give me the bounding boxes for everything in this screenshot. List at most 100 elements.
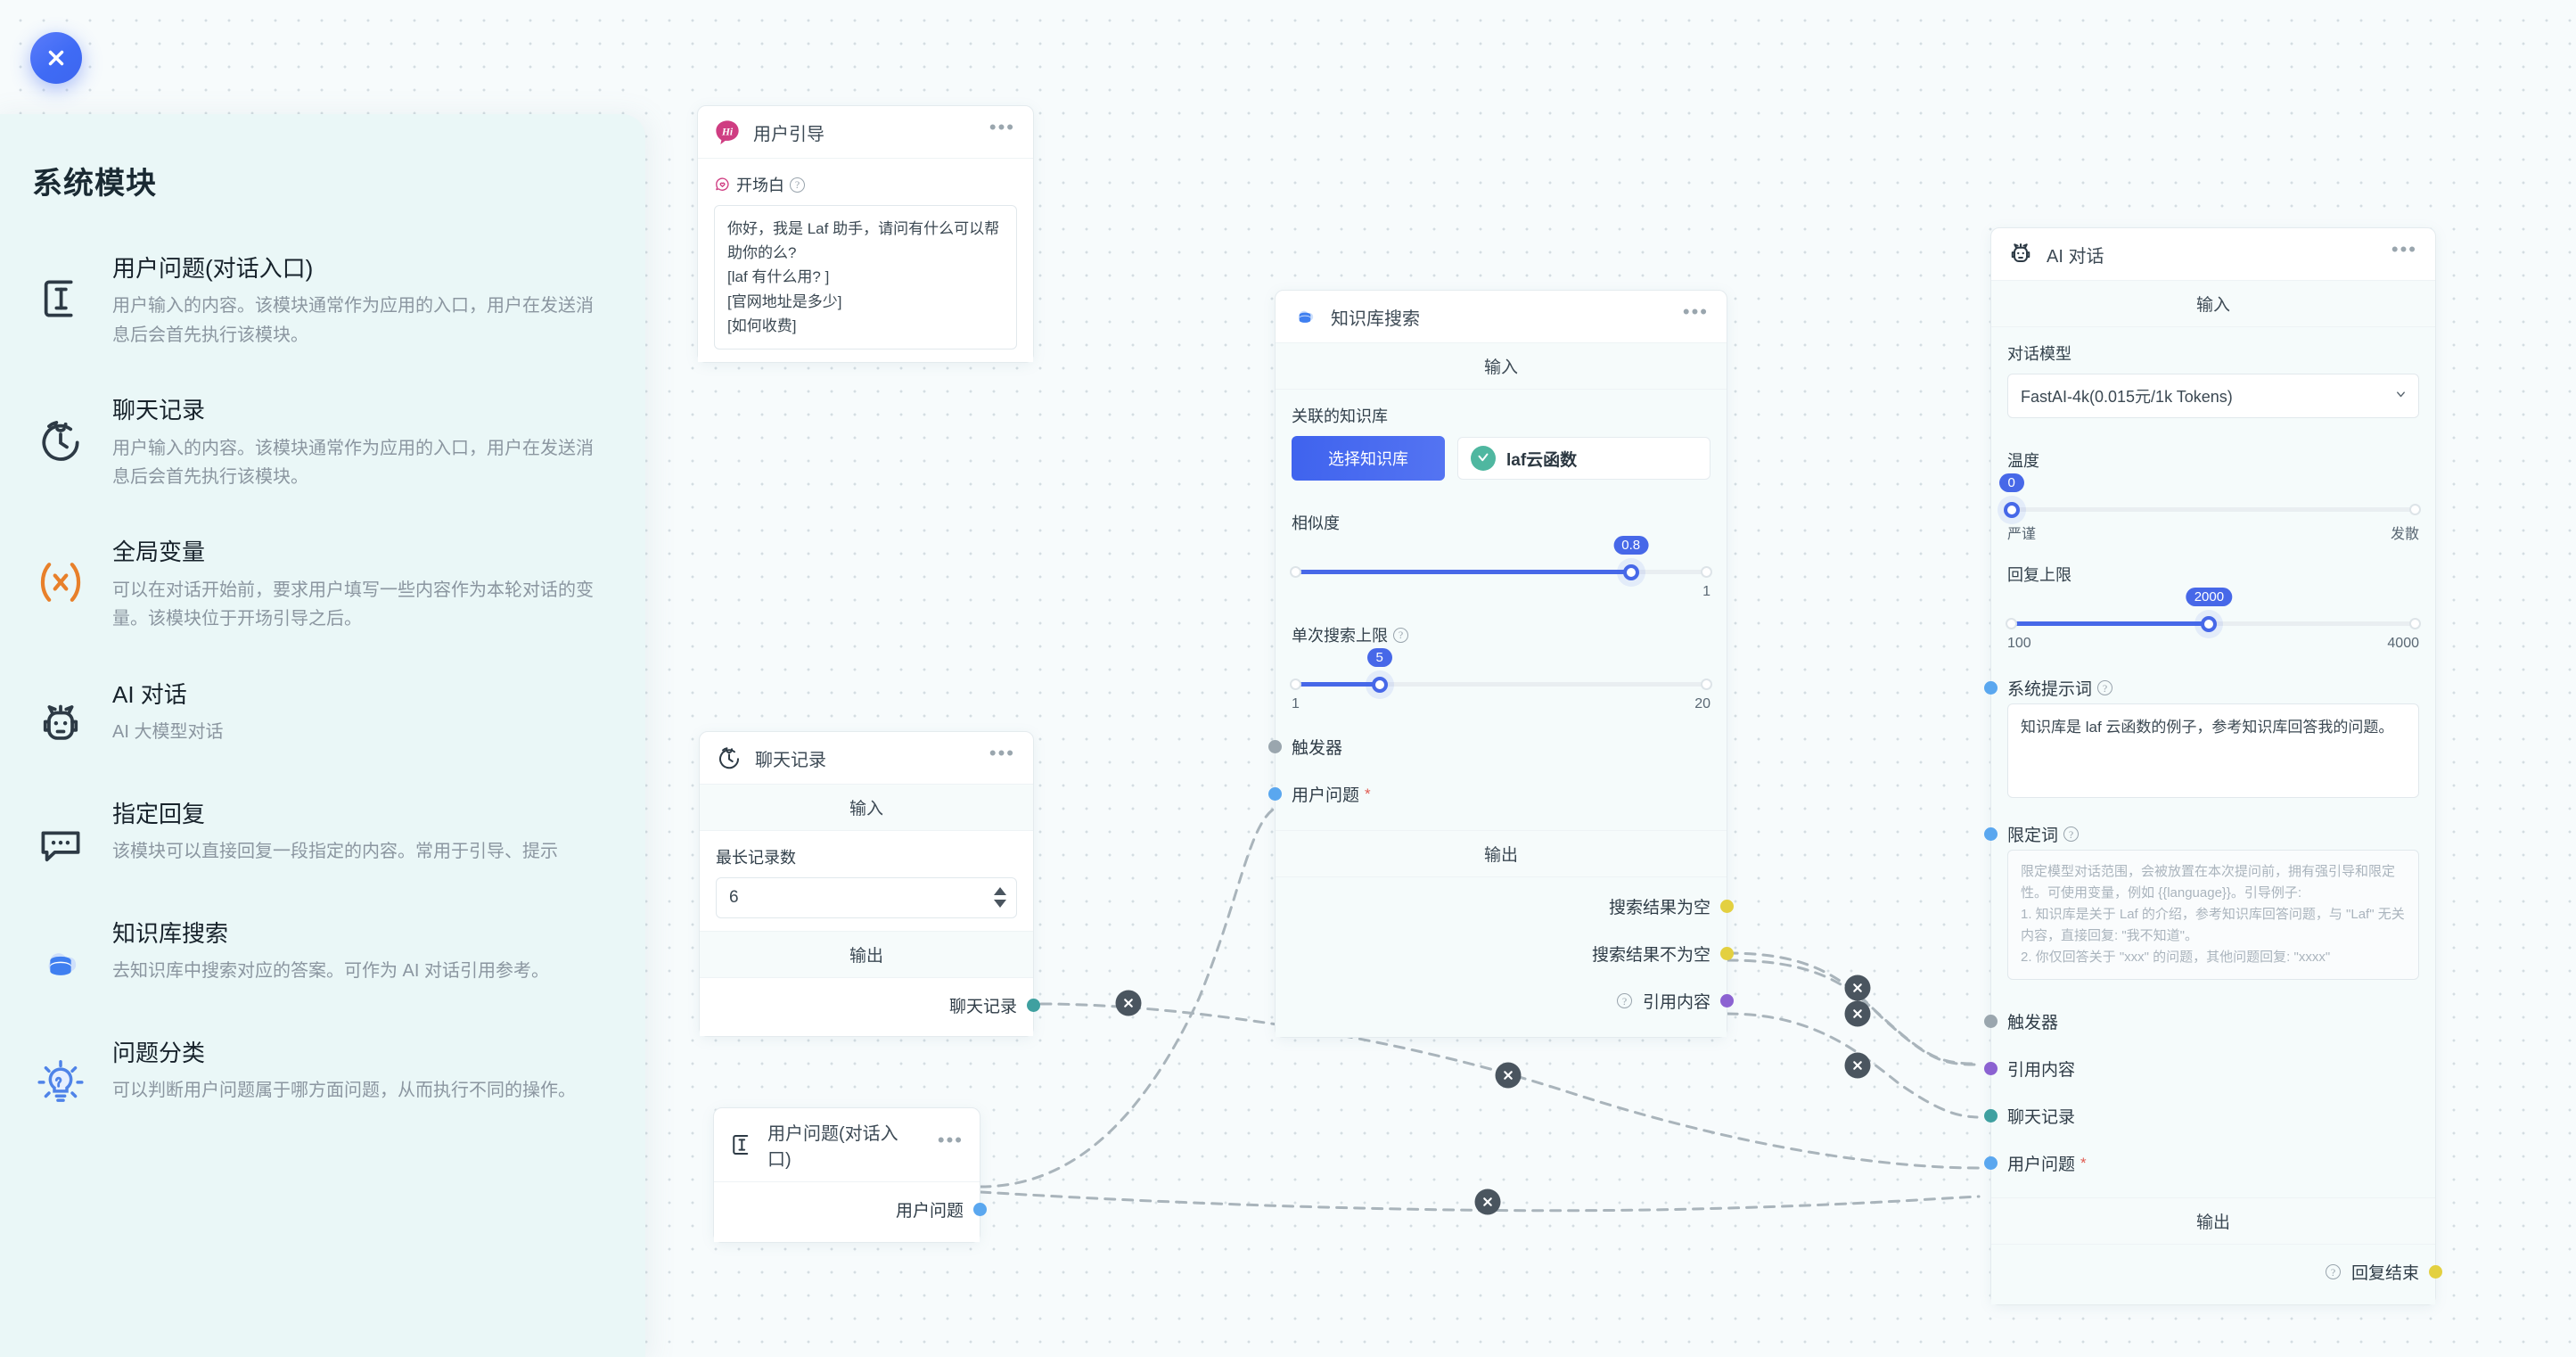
max-records-stepper[interactable]: 6 xyxy=(716,877,1017,918)
node-user-guide[interactable]: Hi 用户引导 ••• 开场白 ? 你好，我是 Laf 助手，请问有什么可以帮助… xyxy=(697,105,1034,363)
system-prompt-textarea[interactable]: 知识库是 laf 云函数的例子，参考知识库回答我的问题。 xyxy=(2007,703,2419,798)
input-port-trigger[interactable]: 触发器 xyxy=(1984,998,2419,1045)
slider-end-dot xyxy=(2409,504,2421,515)
node-user-question[interactable]: 用户问题(对话入口) ••• 用户问题 xyxy=(713,1107,987,1243)
input-port-qualifier[interactable]: 限定词 ? xyxy=(1984,810,2419,850)
output-port-chat-history[interactable]: 聊天记录 xyxy=(716,982,1040,1029)
node-menu-icon[interactable]: ••• xyxy=(989,116,1015,138)
node-body-inputs: 关联的知识库 选择知识库 laf云函数 相似度 xyxy=(1268,390,1727,830)
port-dot[interactable] xyxy=(973,1203,987,1216)
qualifier-textarea[interactable]: 限定模型对话范围，会被放置在本次提问前，拥有强引导和限定性。可使用变量，例如 {… xyxy=(2007,850,2419,980)
port-dot[interactable] xyxy=(1720,994,1734,1007)
clock-history-icon xyxy=(32,412,89,469)
edge-delete-button[interactable] xyxy=(1495,1062,1522,1089)
select-kb-button[interactable]: 选择知识库 xyxy=(1292,436,1445,481)
output-section-label: 输出 xyxy=(1991,1197,2435,1245)
node-header: AI 对话 ••• xyxy=(1991,228,2435,281)
output-port-quote-content[interactable]: ? 引用内容 xyxy=(1292,977,1734,1024)
slider-value-bubble: 5 xyxy=(1366,648,1392,667)
input-port-system-prompt[interactable]: 系统提示词 ? xyxy=(1984,664,2419,703)
module-item-specified-reply[interactable]: 指定回复 该模块可以直接回复一段指定的内容。常用于引导、提示 xyxy=(27,775,606,894)
module-item-user-question[interactable]: 用户问题(对话入口) 用户输入的内容。该模块通常作为应用的入口，用户在发送消息后… xyxy=(27,229,606,371)
port-dot[interactable] xyxy=(1268,787,1282,801)
max-token-slider[interactable]: 2000 100 4000 xyxy=(2006,588,2421,651)
node-menu-icon[interactable]: ••• xyxy=(989,742,1015,764)
node-kb-search[interactable]: 知识库搜索 ••• 输入 关联的知识库 选择知识库 laf云函数 相似度 xyxy=(1268,290,1734,1038)
input-port-user-question[interactable]: 用户问题* xyxy=(1268,770,1710,818)
kb-tag-label: laf云函数 xyxy=(1506,450,1578,470)
node-menu-icon[interactable]: ••• xyxy=(2391,238,2417,260)
node-menu-icon[interactable]: ••• xyxy=(1682,300,1709,323)
port-dot[interactable] xyxy=(1984,1062,1998,1075)
edge-delete-button[interactable] xyxy=(1844,1000,1871,1027)
output-port-reply-finished[interactable]: ? 回复结束 xyxy=(2007,1248,2442,1295)
node-ai-chat[interactable]: AI 对话 ••• 输入 对话模型 FastAI-4k(0.015元/1k To… xyxy=(1984,227,2442,1305)
edge-delete-button[interactable] xyxy=(1844,975,1871,1001)
module-item-kb-search[interactable]: 知识库搜索 去知识库中搜索对应的答案。可作为 AI 对话引用参考。 xyxy=(27,894,606,1014)
help-icon[interactable]: ? xyxy=(1616,993,1632,1008)
input-port-chat-history[interactable]: 聊天记录 xyxy=(1984,1092,2419,1139)
slider-max-label: 4000 xyxy=(2387,636,2419,651)
port-label: 引用内容 xyxy=(1642,993,1710,1012)
help-icon[interactable]: ? xyxy=(2063,827,2080,842)
port-dot[interactable] xyxy=(1268,740,1282,753)
max-records-label: 最长记录数 xyxy=(716,849,796,867)
limit-slider[interactable]: 5 1 20 xyxy=(1290,648,1712,711)
node-title: 用户引导 xyxy=(753,124,824,144)
port-dot[interactable] xyxy=(1984,1015,1998,1028)
port-dot[interactable] xyxy=(1720,947,1734,960)
model-select[interactable]: FastAI-4k(0.015元/1k Tokens) xyxy=(2007,374,2419,418)
output-port-user-question[interactable]: 用户问题 xyxy=(730,1186,987,1233)
help-icon[interactable]: ? xyxy=(790,177,805,193)
edge-delete-button[interactable] xyxy=(1115,990,1142,1016)
port-label: 限定词 ? xyxy=(2007,822,2080,846)
required-marker: * xyxy=(2080,1154,2087,1172)
help-icon[interactable]: ? xyxy=(2097,680,2113,695)
port-dot[interactable] xyxy=(1984,1156,1998,1170)
slider-knob[interactable] xyxy=(2003,502,2020,518)
stepper-arrows-icon[interactable] xyxy=(993,887,1007,909)
port-dot[interactable] xyxy=(1984,681,1998,695)
help-icon[interactable]: ? xyxy=(1393,627,1408,643)
node-title: 用户问题(对话入口) xyxy=(767,1124,898,1170)
svg-text:Hi: Hi xyxy=(721,126,734,137)
port-dot[interactable] xyxy=(1720,900,1734,913)
module-item-chat-history[interactable]: 聊天记录 用户输入的内容。该模块通常作为应用的入口，用户在发送消息后会首先执行该… xyxy=(27,371,606,513)
input-section-label: 输入 xyxy=(700,785,1033,831)
input-port-trigger[interactable]: 触发器 xyxy=(1268,723,1710,770)
output-port-empty-result[interactable]: 搜索结果为空 xyxy=(1292,883,1734,930)
module-desc: 用户输入的内容。该模块通常作为应用的入口，用户在发送消息后会首先执行该模块。 xyxy=(112,438,594,487)
port-dot[interactable] xyxy=(1984,1109,1998,1123)
input-port-user-question[interactable]: 用户问题* xyxy=(1984,1139,2419,1187)
heart-chat-icon xyxy=(714,177,731,193)
port-dot[interactable] xyxy=(2429,1265,2442,1279)
output-port-nonempty-result[interactable]: 搜索结果不为空 xyxy=(1292,930,1734,977)
help-icon[interactable]: ? xyxy=(2325,1264,2341,1279)
similarity-slider[interactable]: 0.8 1 xyxy=(1290,536,1712,599)
module-name: 指定回复 xyxy=(112,800,206,827)
module-item-ai-chat[interactable]: AI 对话 AI 大模型对话 xyxy=(27,655,606,775)
port-dot[interactable] xyxy=(1027,999,1040,1012)
kb-tag-laf[interactable]: laf云函数 xyxy=(1457,437,1710,480)
slider-min-label: 严谨 xyxy=(2007,527,2037,542)
module-name: 用户问题(对话入口) xyxy=(112,255,314,282)
node-body-outputs: ? 回复结束 xyxy=(1991,1245,2442,1304)
node-menu-icon[interactable]: ••• xyxy=(937,1129,964,1151)
opening-statement-textarea[interactable]: 你好，我是 Laf 助手，请问有什么可以帮助你的么? [laf 有什么用? ] … xyxy=(714,205,1017,350)
edge-delete-button[interactable] xyxy=(1844,1052,1871,1079)
robot-icon xyxy=(2007,241,2034,267)
edge-delete-button[interactable] xyxy=(1474,1188,1501,1215)
port-dot[interactable] xyxy=(1984,827,1998,841)
slider-knob[interactable] xyxy=(1371,677,1388,693)
module-item-question-classify[interactable]: 问题分类 可以判断用户问题属于哪方面问题，从而执行不同的操作。 xyxy=(27,1014,606,1133)
slider-knob[interactable] xyxy=(2201,616,2218,632)
port-label: 聊天记录 xyxy=(2007,1108,2076,1127)
temperature-slider[interactable]: 0 严谨 发散 xyxy=(1998,473,2421,542)
close-icon[interactable] xyxy=(30,32,82,84)
input-port-quote-content[interactable]: 引用内容 xyxy=(1984,1045,2419,1092)
node-chat-history[interactable]: 聊天记录 ••• 输入 最长记录数 6 输出 聊天记录 xyxy=(699,731,1040,1037)
opening-statement-label: 开场白 ? xyxy=(714,173,1017,196)
slider-knob[interactable] xyxy=(1622,564,1639,580)
module-item-global-variable[interactable]: 全局变量 可以在对话开始前，要求用户填写一些内容作为本轮对话的变量。该模块位于开… xyxy=(27,513,606,654)
